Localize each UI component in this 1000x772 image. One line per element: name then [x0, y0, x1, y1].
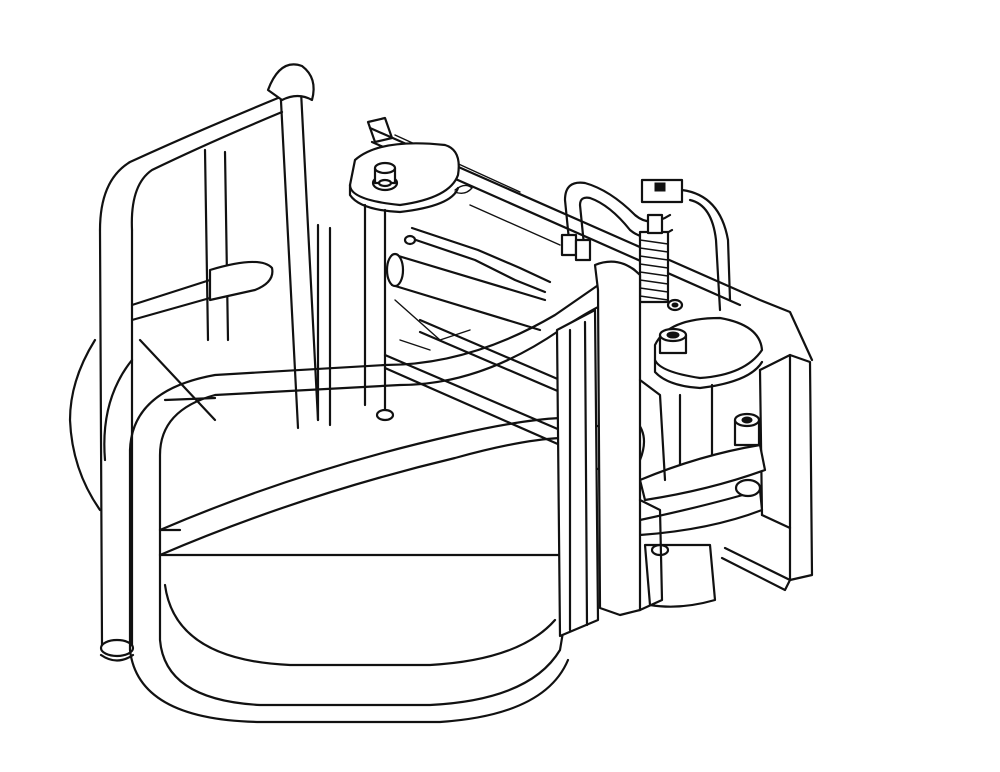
right-clamp-arm-post: [555, 260, 667, 638]
compression-spring: [638, 213, 670, 304]
left-clamp-arm: [68, 63, 320, 662]
pivot-plate-left: [348, 142, 473, 214]
hydraulic-cylinder: [385, 226, 552, 332]
pivot-plate-right: [653, 316, 764, 390]
vertical-posts: [316, 203, 714, 487]
fasteners: [375, 178, 684, 422]
cross-beams: [383, 299, 562, 447]
